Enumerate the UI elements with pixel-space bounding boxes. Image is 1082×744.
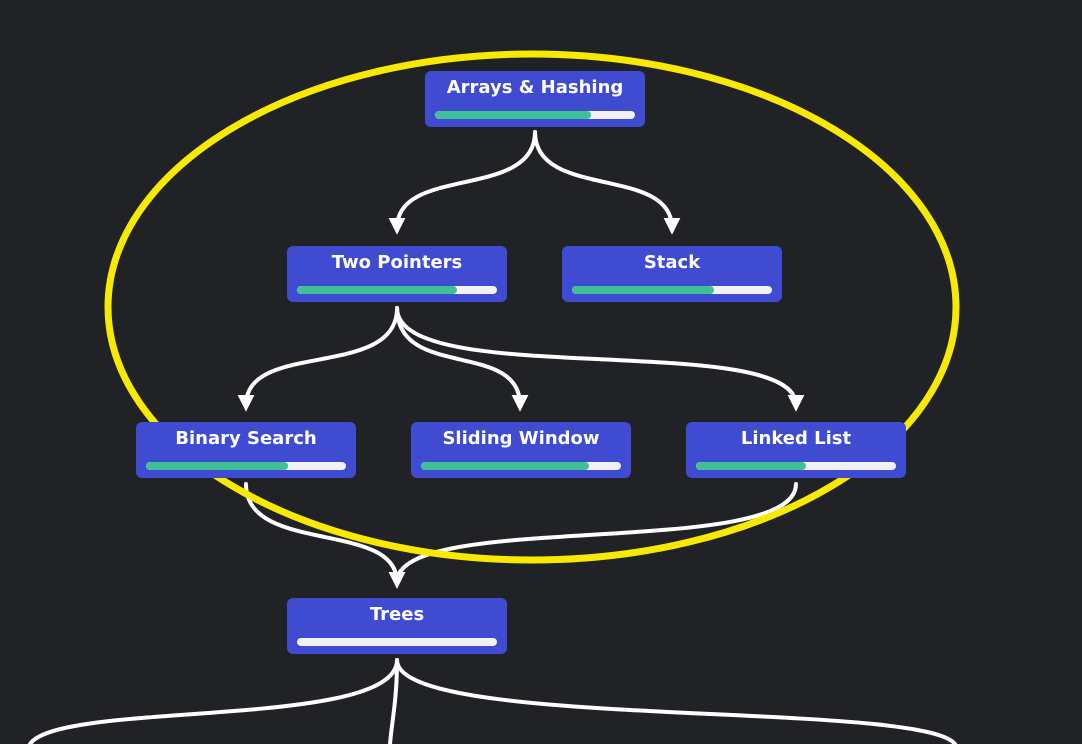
topic-label: Binary Search	[175, 428, 317, 449]
topic-label: Sliding Window	[442, 428, 600, 449]
topic-node-two-pointers[interactable]: Two Pointers	[287, 246, 507, 302]
topic-node-arrays-hashing[interactable]: Arrays & Hashing	[425, 71, 645, 127]
progress-bar	[421, 462, 621, 470]
progress-bar	[696, 462, 896, 470]
topic-node-trees[interactable]: Trees	[287, 598, 507, 654]
edge-arrays-to-two-pointers	[388, 130, 537, 235]
topic-label: Arrays & Hashing	[446, 77, 624, 98]
progress-fill	[572, 286, 714, 294]
edge-binary-search-to-trees	[244, 482, 406, 589]
topic-node-sliding-window[interactable]: Sliding Window	[411, 422, 631, 478]
progress-fill	[421, 462, 589, 470]
edge-trees-to-middle	[388, 658, 399, 744]
progress-bar	[297, 286, 497, 294]
progress-fill	[297, 286, 457, 294]
topic-label: Two Pointers	[331, 252, 463, 273]
edge-two-pointers-to-sliding-window	[395, 306, 529, 412]
progress-bar	[435, 111, 635, 119]
topic-label: Linked List	[740, 428, 852, 449]
progress-bar	[297, 638, 497, 646]
edge-trees-to-left	[28, 658, 399, 744]
topic-label: Trees	[369, 604, 425, 625]
topic-node-stack[interactable]: Stack	[562, 246, 782, 302]
progress-fill	[696, 462, 806, 470]
progress-bar	[146, 462, 346, 470]
highlight-circle	[104, 50, 960, 564]
edge-trees-to-right	[395, 658, 957, 744]
topic-label: Stack	[643, 252, 701, 273]
edge-linked-list-to-trees	[388, 482, 798, 589]
progress-fill	[435, 111, 591, 119]
edge-two-pointers-to-linked-list	[395, 306, 805, 412]
edge-two-pointers-to-binary-search	[237, 306, 399, 412]
topic-node-binary-search[interactable]: Binary Search	[136, 422, 356, 478]
topic-node-linked-list[interactable]: Linked List	[686, 422, 906, 478]
edge-arrays-to-stack	[533, 130, 681, 235]
progress-fill	[146, 462, 288, 470]
progress-bar	[572, 286, 772, 294]
